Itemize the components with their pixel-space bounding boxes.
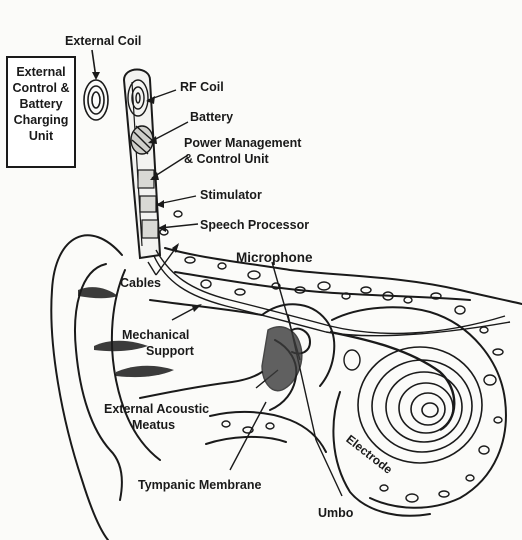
- speech-processor-label: Speech Processor: [200, 218, 309, 233]
- bone-cells: [160, 211, 503, 502]
- tympanic-membrane-label: Tympanic Membrane: [138, 478, 261, 493]
- ear-canal-upper-wall: [150, 300, 262, 315]
- mechanical-label: Mechanical: [122, 328, 189, 343]
- cochlea-spiral: [358, 347, 482, 463]
- speech-processor-graphic: [142, 220, 158, 238]
- external-control-label: External Control & Battery Charging Unit: [8, 64, 74, 144]
- support-label: Support: [146, 344, 194, 359]
- microphone-label: Microphone: [236, 250, 313, 265]
- stimulator-label: Stimulator: [200, 188, 262, 203]
- external-coil-label: External Coil: [65, 34, 141, 49]
- umbo-label: Umbo: [318, 506, 353, 521]
- ear-canal-lower-wall: [140, 372, 262, 398]
- skull-tissue-boundary: [165, 248, 522, 304]
- battery-label: Battery: [190, 110, 233, 125]
- rf-coil-label: RF Coil: [180, 80, 224, 95]
- external-coil-graphic: [84, 80, 108, 120]
- power-management-label: Power Management: [184, 136, 301, 151]
- cables-label: Cables: [120, 276, 161, 291]
- stimulator-graphic: [140, 196, 156, 212]
- battery-graphic: [131, 126, 153, 154]
- external-acoustic-label: External Acoustic: [104, 402, 209, 417]
- outer-ear-outline: [51, 235, 122, 540]
- control-unit-label: & Control Unit: [184, 152, 269, 167]
- external-control-unit-box: External Control & Battery Charging Unit: [6, 56, 76, 168]
- meatus-label: Meatus: [132, 418, 175, 433]
- lower-bone-structure: [210, 412, 326, 452]
